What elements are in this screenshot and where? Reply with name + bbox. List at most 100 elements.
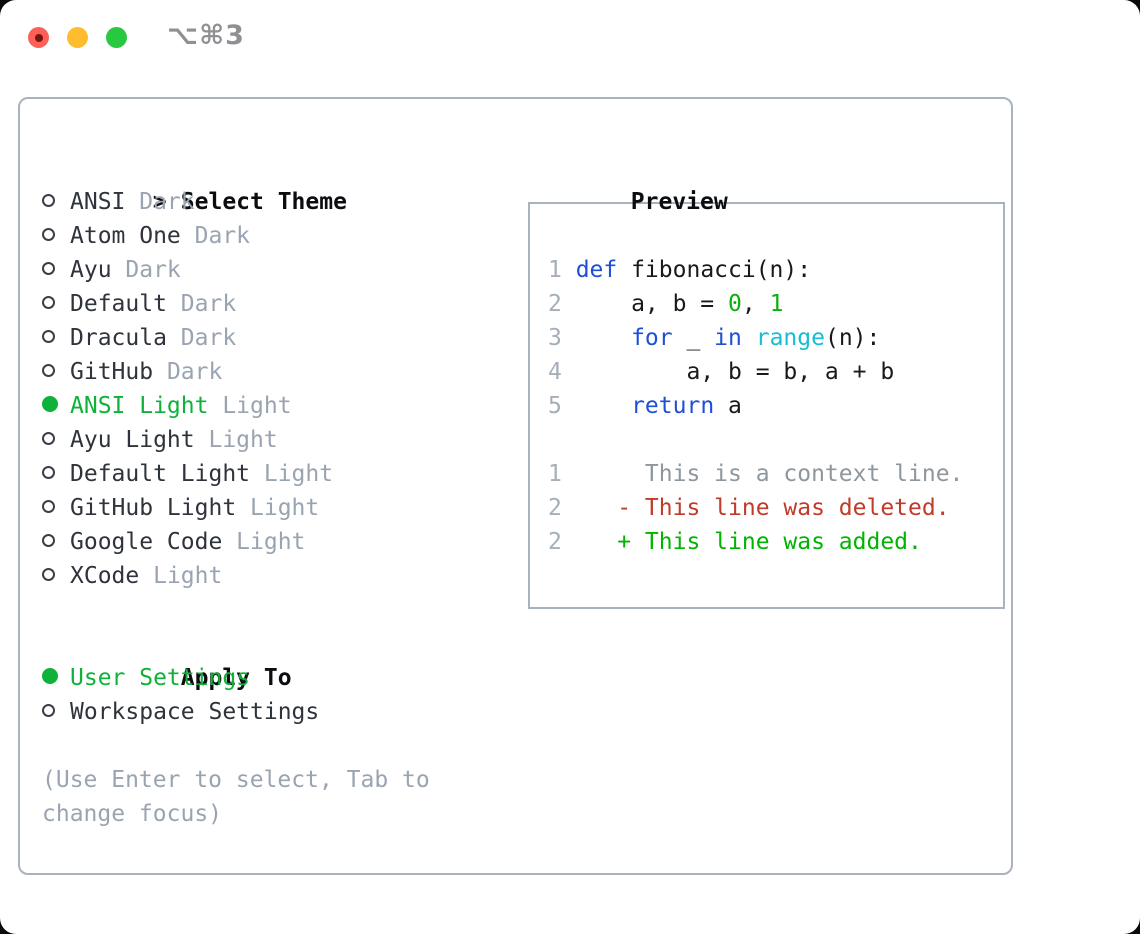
option-variant: Light [263,461,334,487]
code-token: fibonacci(n): [617,257,812,283]
line-number: 4 [548,359,562,385]
code-token: in [714,325,742,351]
option-label: GitHub [70,359,154,385]
preview-title: Preview [630,189,728,215]
code-token: This is a context line. [575,461,964,487]
radio-unselected-icon [42,567,55,581]
code-line: 2 a, b = 0, 1 [548,287,1003,321]
code-token: range [755,325,825,351]
code-line: 2 + This line was added. [548,525,1003,559]
line-number: 1 [548,461,562,487]
code-line: 2 - This line was deleted. [548,491,1003,525]
radio-unselected-icon [42,295,55,309]
radio-selected-icon [42,396,58,412]
close-button[interactable] [28,27,49,48]
theme-option-github-light[interactable]: GitHub Light Light [42,491,488,525]
traffic-lights [28,27,127,48]
code-line [548,423,1003,457]
option-variant: Dark [166,359,223,385]
option-label: XCode [70,563,140,589]
option-label: Default [70,291,167,317]
radio-unselected-icon [42,703,55,717]
theme-option-default-light[interactable]: Default Light Light [42,457,488,491]
select-theme-title: Select Theme [180,189,347,215]
code-line: 3 for _ in range(n): [548,321,1003,355]
option-variant: Light [222,393,292,419]
option-variant: Dark [139,189,195,215]
code-token: 1 [769,291,784,317]
theme-option-ayu[interactable]: Ayu Dark [42,253,488,287]
theme-option-dracula[interactable]: Dracula Dark [42,321,488,355]
line-number: 2 [548,495,562,521]
line-number: 5 [548,393,562,419]
radio-unselected-icon [42,363,55,377]
option-label: User Settings [70,665,251,691]
option-variant: Light [153,563,223,589]
option-label: ANSI Light [70,393,209,419]
line-number: 2 [548,529,562,555]
code-token: a [714,393,742,419]
radio-unselected-icon [42,465,55,479]
code-line: 1 def fibonacci(n): [548,253,1003,287]
code-line: 1 This is a context line. [548,457,1003,491]
option-variant: Light [208,427,278,453]
spacer [42,593,488,627]
option-label: Ayu Light [70,427,195,453]
code-token: def [575,257,618,283]
option-label: GitHub Light [70,495,237,521]
line-number: 1 [548,257,562,283]
option-label: Atom One [70,223,181,249]
code-token: (n): [824,325,881,351]
apply-to-title: Apply To [180,665,292,691]
line-number: 3 [548,325,562,351]
theme-option-xcode[interactable]: XCode Light [42,559,488,593]
option-label: ANSI [70,189,126,215]
option-variant: Light [250,495,320,521]
code-token [742,325,756,351]
cursor-icon: > [152,189,167,215]
minimize-button[interactable] [67,27,88,48]
spacer [42,729,488,763]
code-token: 0 [728,291,742,317]
option-variant: Dark [180,325,237,351]
option-variant: Dark [194,223,251,249]
radio-unselected-icon [42,261,55,275]
maximize-button[interactable] [106,27,127,48]
option-variant: Light [236,529,306,555]
option-label: Ayu [70,257,112,283]
theme-option-github[interactable]: GitHub Dark [42,355,488,389]
radio-unselected-icon [42,193,55,207]
theme-option-ayu-light[interactable]: Ayu Light Light [42,423,488,457]
apply-option-user-settings[interactable]: User Settings [42,661,488,695]
radio-unselected-icon [42,227,55,241]
hint-text: (Use Enter to select, Tab to change focu… [42,767,430,827]
radio-selected-icon [42,668,58,684]
apply-option-workspace-settings[interactable]: Workspace Settings [42,695,488,729]
option-label: Default Light [70,461,251,487]
code-token: + This line was added. [575,529,922,555]
line-number: 2 [548,291,562,317]
theme-option-ansi-light[interactable]: ANSI Light Light [42,389,488,423]
theme-option-ansi[interactable]: ANSI Dark [42,185,488,219]
select-theme-header: > Select Theme [42,151,488,215]
radio-unselected-icon [42,499,55,513]
code-token [576,325,631,351]
code-line: 5 return a [548,389,1003,423]
option-label: Dracula [70,325,167,351]
preview-header: Preview [502,151,1005,215]
code-token [576,393,631,419]
option-label: Workspace Settings [70,699,320,725]
close-dot-icon [34,33,43,42]
code-token: , [741,291,770,317]
theme-option-atom-one[interactable]: Atom One Dark [42,219,488,253]
option-variant: Dark [125,257,181,283]
